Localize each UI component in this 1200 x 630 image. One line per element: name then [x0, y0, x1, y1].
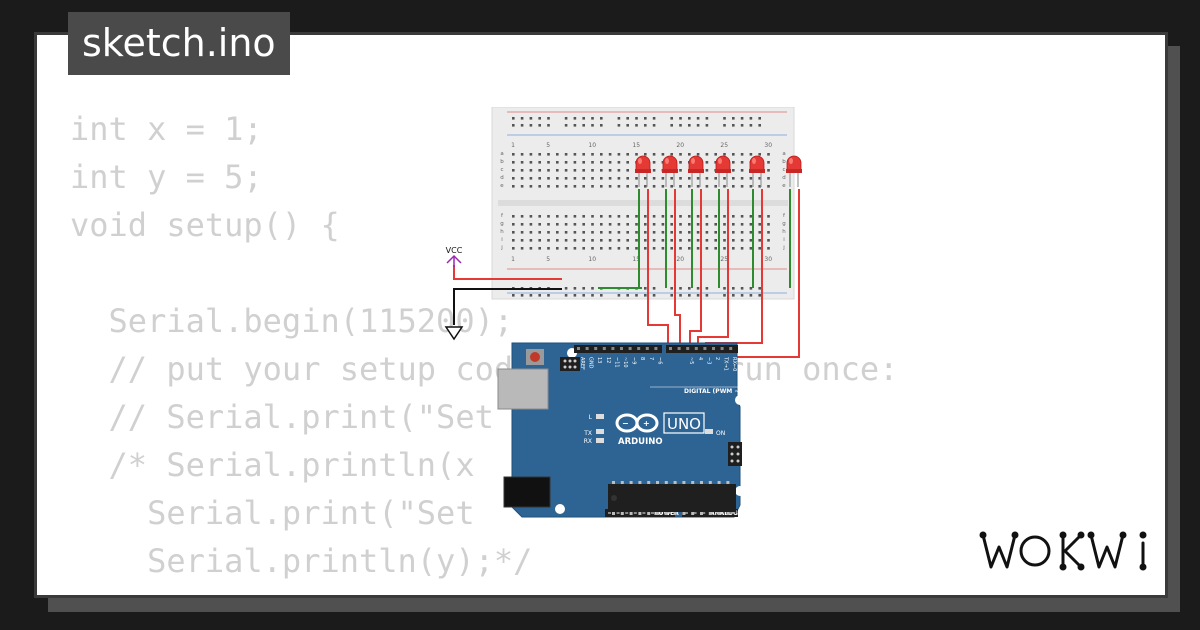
breadboard-number: 30 — [764, 256, 772, 263]
led[interactable] — [688, 155, 704, 187]
breadboard-row-label: j — [500, 245, 503, 251]
breadboard-row-label: h — [782, 229, 786, 235]
on-label: ON — [716, 430, 725, 437]
vcc-label: VCC — [446, 246, 463, 255]
code-line: void setup() { — [70, 206, 340, 244]
led-label-tx: TX — [583, 430, 592, 437]
pin-label: RX←0 — [731, 357, 737, 371]
breadboard-row-label: j — [782, 245, 785, 251]
wokwi-logo — [979, 531, 1147, 571]
code-line: // Serial.print("Set — [70, 398, 494, 436]
led[interactable] — [786, 155, 802, 187]
led-label-rx: RX — [584, 438, 592, 445]
breadboard-number: 20 — [676, 256, 684, 263]
pin-label: ~5 — [688, 357, 694, 364]
pin-label: 7 — [648, 357, 654, 360]
pin-label: 4 — [697, 357, 703, 360]
code-line: /* Serial.println(x — [70, 446, 475, 484]
wires — [453, 189, 800, 358]
led[interactable] — [635, 155, 651, 187]
pin-label: ~10 — [622, 357, 628, 368]
code-line: Serial.begin(115200); — [70, 302, 514, 340]
breadboard-row-label: b — [500, 159, 504, 165]
code-line: int x = 1; — [70, 110, 263, 148]
breadboard-row-label: g — [782, 221, 786, 227]
pin-label: 8 — [639, 357, 645, 360]
breadboard-row-label: a — [782, 151, 785, 157]
breadboard-row-label: g — [500, 221, 504, 227]
led[interactable] — [749, 155, 765, 187]
led3-signal-wire — [689, 189, 702, 343]
svg-text:+: + — [643, 419, 650, 428]
gnd-wire — [453, 288, 562, 325]
breadboard-number: 10 — [588, 256, 596, 263]
led[interactable] — [662, 155, 678, 187]
breadboard-row-label: i — [501, 237, 503, 243]
led-label-l: L — [589, 414, 593, 421]
breadboard-row-label: e — [500, 183, 504, 189]
code-line: } — [70, 585, 898, 595]
pin-label: GND — [588, 357, 594, 369]
model-label: UNO — [667, 415, 701, 433]
digital-label: DIGITAL (PWM ~) — [684, 388, 742, 395]
pin-label: TX→1 — [723, 356, 729, 371]
gnd-symbol — [444, 326, 464, 341]
pin-label: 13 — [596, 357, 602, 363]
pin-label: ~11 — [613, 357, 619, 368]
code-line: Serial.print("Set — [70, 494, 475, 532]
breadboard-row-label: h — [500, 229, 504, 235]
breadboard-row-label: b — [782, 159, 786, 165]
breadboard-number: 30 — [764, 142, 772, 149]
breadboard-number: 25 — [720, 256, 728, 263]
breadboard-number: 10 — [588, 142, 596, 149]
brand-label: ARDUINO — [618, 437, 663, 447]
code-line: Serial.println(y);*/ — [70, 542, 533, 580]
breadboard-row-label: d — [782, 175, 786, 181]
vcc-wire — [453, 265, 562, 280]
led[interactable] — [715, 155, 731, 187]
led2-signal-wire — [674, 189, 681, 343]
digital-header-2 — [666, 345, 738, 353]
breadboard-number: 1 — [511, 256, 515, 263]
breadboard-row-label: e — [782, 183, 786, 189]
breadboard-row-label: i — [783, 237, 785, 243]
breadboard-number: 5 — [546, 256, 550, 263]
code-line: int y = 5; — [70, 158, 263, 196]
svg-text:−: − — [622, 419, 629, 428]
file-tab[interactable]: sketch.ino — [68, 12, 290, 75]
vcc-symbol: VCC — [446, 246, 463, 267]
breadboard-row-label: f — [501, 213, 504, 219]
breadboard-number: 25 — [720, 142, 728, 149]
led1-signal-wire — [647, 189, 669, 343]
breadboard-row-label: c — [500, 167, 503, 173]
led4-signal-wire — [697, 189, 729, 343]
breadboard-row-label: a — [500, 151, 503, 157]
arduino-infinity-icon — [615, 413, 659, 433]
breadboard-number: 1 — [511, 142, 515, 149]
pin-label: AREF — [579, 357, 585, 370]
pin-label: 2 — [714, 357, 720, 360]
breadboard-number: 20 — [676, 142, 684, 149]
pin-label: ~6 — [656, 357, 662, 364]
preview-card: int x = 1; int y = 5; void setup() { Seria… — [34, 32, 1168, 598]
pin-label: ~9 — [631, 357, 637, 364]
breadboard-number: 15 — [632, 256, 640, 263]
breadboard-number: 15 — [632, 142, 640, 149]
microcontroller-chip — [608, 481, 736, 515]
digital-header — [574, 345, 662, 353]
breadboard-row-label: f — [783, 213, 786, 219]
pin-label: 12 — [605, 357, 611, 363]
code-editor: int x = 1; int y = 5; void setup() { Seria… — [70, 105, 898, 595]
breadboard-row-label: c — [782, 167, 785, 173]
usb-port — [497, 368, 549, 410]
led-group — [635, 155, 802, 187]
power-jack — [503, 476, 551, 508]
breadboard-row-label: d — [500, 175, 504, 181]
pin-label: ~3 — [705, 357, 711, 364]
breadboard-number: 5 — [546, 142, 550, 149]
